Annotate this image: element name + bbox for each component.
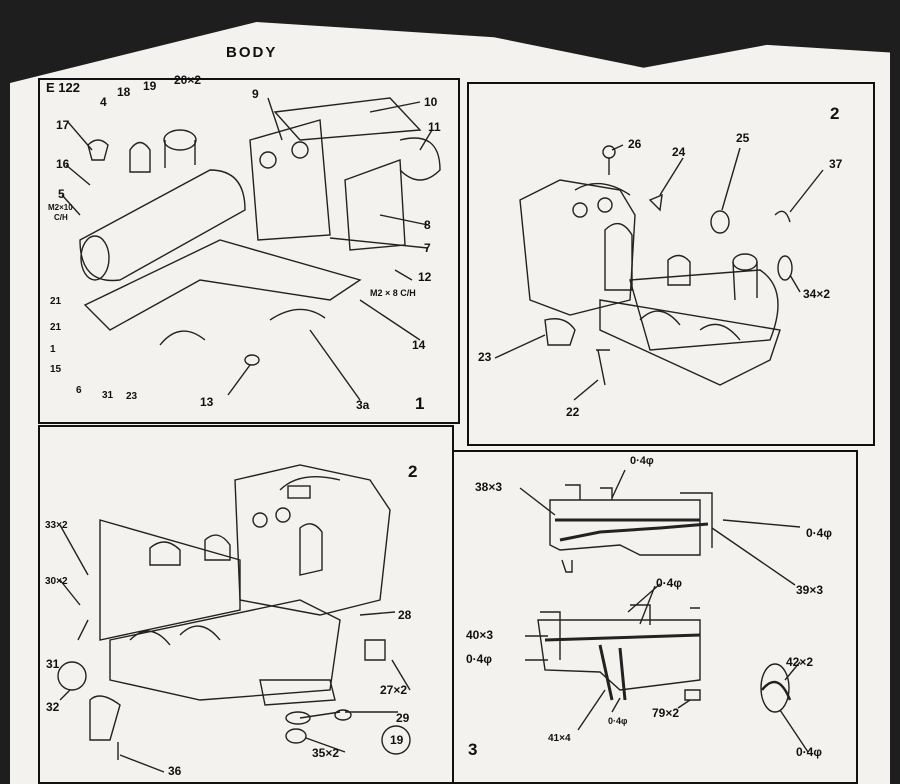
p2b-label-19: 19 bbox=[390, 733, 404, 747]
cab-assembled-drawing bbox=[234, 464, 391, 616]
p1-label-17: 17 bbox=[56, 118, 70, 132]
p1-label-ch: C/H bbox=[54, 213, 68, 222]
p1-label-3a: 3a bbox=[356, 398, 370, 412]
p1-label-4: 4 bbox=[100, 95, 107, 109]
p2b-label-30x2: 30×2 bbox=[45, 576, 68, 587]
p2a-label-24: 24 bbox=[672, 145, 686, 159]
p2b-label-31: 31 bbox=[46, 657, 60, 671]
p2b-label-36: 36 bbox=[168, 764, 182, 778]
p1-label-21b: 21 bbox=[50, 322, 62, 333]
p2b-label-33x2: 33×2 bbox=[45, 520, 68, 531]
p2a-label-26: 26 bbox=[628, 137, 642, 151]
p1-label-m2x10: M2×10 bbox=[48, 203, 73, 212]
p2b-label-29: 29 bbox=[396, 711, 410, 725]
p1-label-10: 10 bbox=[424, 95, 438, 109]
p3-label-79x2: 79×2 bbox=[652, 706, 680, 720]
panel-3 bbox=[452, 450, 858, 784]
p3-label-04-d: 0·4φ bbox=[656, 576, 682, 590]
panel-1 bbox=[38, 78, 460, 424]
p3-label-39x3: 39×3 bbox=[796, 583, 824, 597]
p1-label-15: 15 bbox=[50, 364, 62, 375]
p3-label-04-f: 0·4φ bbox=[796, 745, 822, 759]
p3-label-40x3: 40×3 bbox=[466, 628, 494, 642]
p1-label-6: 6 bbox=[76, 385, 82, 396]
p2b-label-28: 28 bbox=[398, 608, 412, 622]
frame-drawing bbox=[83, 239, 362, 331]
p1-label-9: 9 bbox=[252, 87, 259, 101]
loco-cab-drawing bbox=[519, 179, 636, 316]
panel-2-top bbox=[467, 82, 875, 446]
p2a-label-25: 25 bbox=[736, 131, 750, 145]
p1-label-20x2: 20×2 bbox=[174, 73, 202, 87]
p1-label-16: 16 bbox=[56, 157, 70, 171]
p3-label-38x3: 38×3 bbox=[475, 480, 503, 494]
p1-label-19: 19 bbox=[143, 79, 157, 93]
frame-upper-drawing bbox=[549, 499, 701, 556]
p3-label-04-c: 0·4φ bbox=[466, 652, 492, 666]
p2b-label-32: 32 bbox=[46, 700, 60, 714]
p3-label-42x2: 42×2 bbox=[786, 655, 814, 669]
p2a-step-number: 2 bbox=[830, 104, 840, 123]
p3-label-04-e: 0·4φ bbox=[608, 716, 628, 726]
p1-label-14: 14 bbox=[412, 338, 426, 352]
p1-label-8: 8 bbox=[424, 218, 431, 232]
p2a-label-23: 23 bbox=[478, 350, 492, 364]
page-title: BODY bbox=[226, 44, 278, 61]
p1-label-21a: 21 bbox=[50, 296, 62, 307]
loco-boiler-drawing bbox=[629, 269, 779, 351]
p2b-label-35x2: 35×2 bbox=[312, 746, 340, 760]
p2b-step-number: 2 bbox=[408, 462, 418, 481]
p1-label-12: 12 bbox=[418, 270, 432, 284]
cab-front-drawing bbox=[249, 119, 331, 241]
p2b-label-27x2: 27×2 bbox=[380, 683, 408, 697]
p1-label-5: 5 bbox=[58, 187, 65, 201]
p1-label-23: 23 bbox=[126, 391, 138, 402]
document-code: E 122 bbox=[46, 80, 80, 95]
instruction-sheet bbox=[10, 22, 890, 784]
p1-label-m2x8: M2 × 8 C/H bbox=[370, 288, 416, 298]
p2a-label-37: 37 bbox=[829, 157, 843, 171]
p3-label-04-b: 0·4φ bbox=[806, 526, 832, 540]
detail-circle bbox=[381, 725, 411, 755]
loco-frame-drawing bbox=[599, 299, 781, 386]
cab-roof-drawing bbox=[273, 97, 422, 141]
p1-label-7: 7 bbox=[424, 241, 431, 255]
p1-step-number: 1 bbox=[415, 394, 425, 413]
cab-side-drawing bbox=[344, 159, 406, 251]
p3-step-number: 3 bbox=[468, 740, 478, 759]
p1-label-11: 11 bbox=[428, 120, 441, 134]
p1-label-18: 18 bbox=[117, 85, 131, 99]
p1-label-1: 1 bbox=[50, 344, 56, 355]
p1-label-13: 13 bbox=[200, 395, 214, 409]
p3-label-04-a: 0·4φ bbox=[630, 455, 654, 467]
side-frame-drawing bbox=[99, 519, 241, 641]
p2a-label-22: 22 bbox=[566, 405, 580, 419]
p1-label-31: 31 bbox=[102, 390, 114, 401]
boiler-drawing bbox=[79, 169, 246, 282]
frame-lower-drawing bbox=[537, 619, 701, 691]
p2a-label-34x2: 34×2 bbox=[803, 287, 831, 301]
p3-label-41x4: 41×4 bbox=[548, 733, 571, 744]
